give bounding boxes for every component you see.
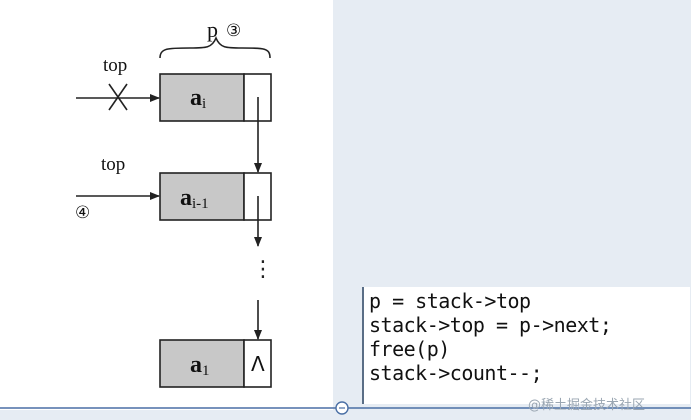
code-line-2: stack->top = p->next; [369, 313, 612, 337]
circled-4-label: ④ [75, 203, 90, 223]
circled-3-label: ③ [226, 21, 241, 41]
node-a1: a1 Λ [159, 339, 272, 388]
cross-mark-b [108, 83, 128, 111]
code-line-4: stack->count--; [369, 361, 543, 385]
node-a1-label: a1 [190, 352, 210, 379]
code-line-1: p = stack->top [369, 289, 531, 313]
p-label: p [207, 17, 218, 42]
null-marker: Λ [251, 352, 265, 376]
code-panel: p = stack->top stack->top = p->next; fre… [362, 287, 690, 404]
old-top-label: top [103, 55, 127, 76]
brace [159, 35, 271, 59]
node-ai-label: ai [190, 85, 206, 112]
node-ai-minus-1-label: ai-1 [180, 185, 209, 212]
new-top-label: top [101, 154, 125, 175]
node-ai-data [159, 73, 245, 122]
node-a1-next [243, 339, 272, 388]
code-line-3: free(p) [369, 337, 450, 361]
ellipsis: ⋮ [252, 257, 274, 282]
node-ai-minus-1: ai-1 [159, 172, 272, 221]
node-ai: ai [159, 73, 272, 122]
watermark: @稀土掘金技术社区 [528, 398, 646, 413]
